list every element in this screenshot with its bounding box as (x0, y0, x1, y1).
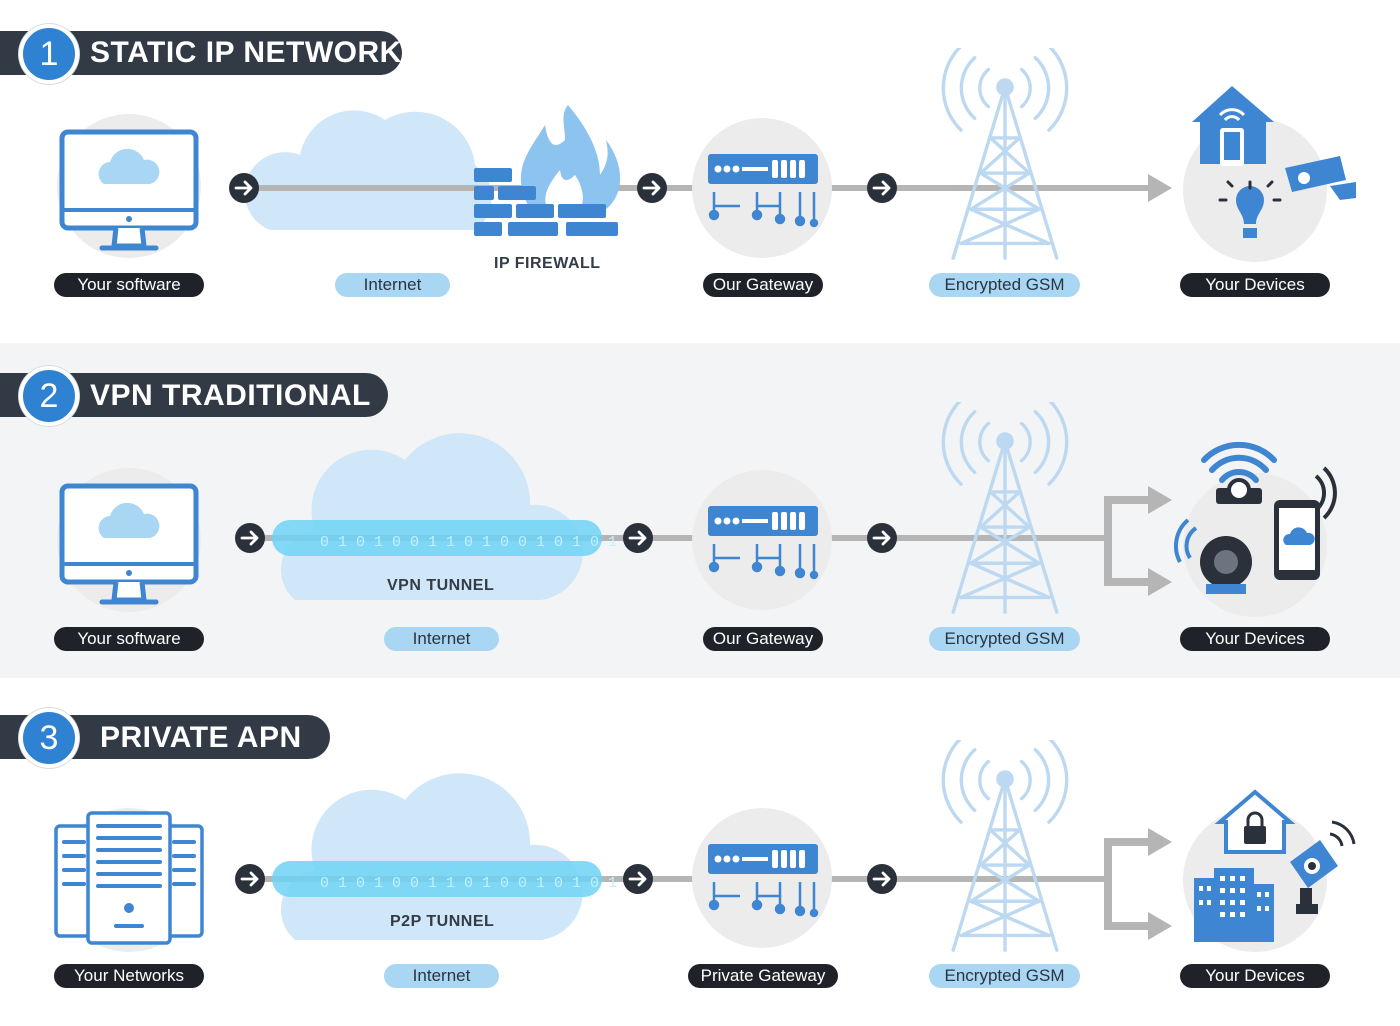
row2-label-software: Your software (54, 627, 204, 651)
row3-number-badge: 3 (19, 708, 79, 768)
row2-arrow-icon-1 (234, 522, 266, 554)
firewall-label: IP FIREWALL (494, 255, 601, 272)
row3-graphics: 0 1 0 1 0 0 1 1 0 1 0 0 1 0 1 0 1 (54, 740, 1356, 954)
row1-tower-icon (941, 48, 1069, 260)
p2p-tunnel (272, 861, 602, 897)
row1-label-software: Your software (54, 273, 204, 297)
row3-label-gateway: Private Gateway (688, 964, 838, 988)
svg-text:0 1 0 1 0 0 1 1 0 1 0 0 1: 0 1 0 1 0 0 1 1 0 1 0 0 1 0 1 0 1 (320, 875, 617, 892)
row2-label-devices: Your Devices (1180, 627, 1330, 651)
row2-graphics: 0 1 0 1 0 0 1 1 0 1 0 0 1 0 1 0 1 (57, 402, 1337, 617)
row3-tower-icon (941, 740, 1069, 952)
row1-graphics (57, 48, 1356, 262)
row1-gateway-icon (692, 118, 832, 258)
row1-arrow-icon-2 (636, 172, 668, 204)
row3-label-gsm: Encrypted GSM (929, 964, 1080, 988)
row2-gateway-icon (692, 470, 832, 610)
row2-monitor-icon (57, 468, 201, 612)
row3-arrow-icon-3 (866, 863, 898, 895)
row1-arrow-icon-3 (866, 172, 898, 204)
row3-gateway-icon (692, 808, 832, 948)
row2-arrow-icon-3 (866, 522, 898, 554)
row2-title: VPN TRADITIONAL (90, 379, 371, 412)
firewall-icon (474, 105, 621, 236)
row1-cloud (244, 110, 492, 230)
row2-arrow-icon-2 (622, 522, 654, 554)
row3-label-networks: Your Networks (54, 964, 204, 988)
row1-arrow-icon-1 (228, 172, 260, 204)
row1-label-gsm: Encrypted GSM (929, 273, 1080, 297)
p2p-tunnel-label: P2P TUNNEL (390, 913, 495, 930)
row3-cloud (280, 773, 583, 940)
row1-devices-icon (1183, 86, 1356, 262)
row2-cloud (280, 433, 583, 600)
row3-label-devices: Your Devices (1180, 964, 1330, 988)
row1-label-internet: Internet (335, 273, 450, 297)
row2-label-gateway: Our Gateway (703, 627, 823, 651)
vpn-tunnel-label: VPN TUNNEL (387, 577, 495, 594)
row2-label-gsm: Encrypted GSM (929, 627, 1080, 651)
row3-servers-icon (54, 808, 204, 954)
vpn-tunnel (272, 520, 602, 556)
row1-number-badge: 1 (19, 24, 79, 84)
row1-label-devices: Your Devices (1180, 273, 1330, 297)
row1-title: STATIC IP NETWORK (90, 36, 402, 69)
row2-label-internet: Internet (384, 627, 499, 651)
row3-devices-icon (1183, 789, 1356, 952)
row3-arrow-icon-1 (234, 863, 266, 895)
row1-monitor-icon (57, 114, 201, 258)
svg-text:0 1 0 1 0 0 1 1 0 1 0 0 1: 0 1 0 1 0 0 1 1 0 1 0 0 1 0 1 0 1 (320, 534, 617, 551)
row1-label-gateway: Our Gateway (703, 273, 823, 297)
row3-arrow-icon-2 (622, 863, 654, 895)
row2-devices-icon (1174, 441, 1337, 617)
row2-number-badge: 2 (19, 366, 79, 426)
row2-tower-icon (941, 402, 1069, 614)
row3-title: PRIVATE APN (100, 721, 302, 754)
row3-label-internet: Internet (384, 964, 499, 988)
